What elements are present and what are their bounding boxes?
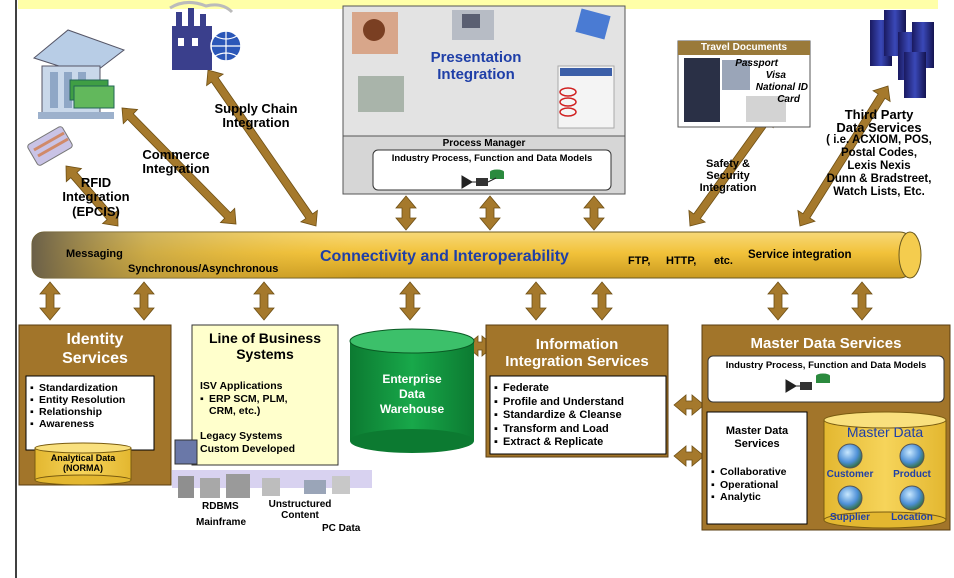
process-flow-icon bbox=[461, 169, 504, 189]
arrow-mds-a bbox=[767, 281, 789, 321]
rfid-tag-icon bbox=[27, 126, 73, 166]
bus-service-integration: Service integration bbox=[748, 249, 852, 261]
warehouse-cylinder bbox=[349, 328, 475, 453]
process-models-box bbox=[372, 149, 612, 191]
travel-photo-collage bbox=[684, 58, 786, 122]
lob-isv-list: ERP SCM, PLM, bbox=[200, 393, 288, 405]
legacy-systems-icons bbox=[172, 439, 372, 498]
domain-customer: Customer bbox=[826, 469, 874, 480]
travel-items: Passport Visa National ID Card bbox=[735, 58, 808, 105]
bus-sync: Synchronous/Asynchronous bbox=[128, 263, 279, 275]
arrow-mds-b bbox=[851, 281, 873, 321]
arrow-identity-a bbox=[39, 281, 61, 321]
mds-process-flow-icon bbox=[785, 373, 830, 393]
server-towers-icon bbox=[870, 10, 934, 98]
arrow-supply-chain bbox=[206, 69, 318, 227]
bus-ftp: FTP, bbox=[628, 255, 651, 267]
arrow-third-party bbox=[797, 85, 891, 227]
arrow-info-mds-a bbox=[673, 394, 705, 416]
top-banner bbox=[18, 0, 938, 9]
master-data-title: Master Data bbox=[846, 424, 924, 440]
bus-messaging: Messaging bbox=[66, 248, 123, 260]
connection-arrows bbox=[39, 69, 891, 467]
arrow-lob bbox=[253, 281, 275, 321]
bus-title: Connectivity and Interoperability bbox=[320, 248, 569, 265]
bus-http: HTTP, bbox=[666, 255, 697, 267]
mainframe-label: Mainframe bbox=[196, 517, 247, 528]
bus-etc: etc. bbox=[714, 255, 733, 267]
arrow-info-a bbox=[525, 281, 547, 321]
presentation-photos bbox=[352, 8, 615, 129]
domain-product: Product bbox=[893, 469, 931, 480]
arrow-process-0 bbox=[395, 195, 417, 231]
master-data-domain-icons bbox=[837, 443, 925, 511]
pc-data-label: PC Data bbox=[322, 523, 361, 534]
arrow-process-1 bbox=[479, 195, 501, 231]
arrow-info-b bbox=[591, 281, 613, 321]
mds-title: Master Data Services bbox=[750, 335, 902, 352]
connectivity-bus bbox=[31, 231, 922, 279]
arrow-info-mds-b bbox=[673, 445, 705, 467]
arrow-commerce bbox=[121, 107, 237, 225]
analytical-data-cylinder bbox=[34, 442, 132, 486]
mds-models-label: Industry Process, Function and Data Mode… bbox=[725, 360, 927, 371]
arrow-process-2 bbox=[583, 195, 605, 231]
rdbms-label: RDBMS bbox=[202, 501, 239, 512]
domain-supplier: Supplier bbox=[829, 512, 870, 523]
analytical-data-label: Analytical Data(NORMA) bbox=[50, 453, 116, 473]
arrow-warehouse bbox=[399, 281, 421, 321]
factory-globe-icon bbox=[169, 1, 242, 70]
third-party-label: Third Party Data Services ( i.e. ACXIOM,… bbox=[826, 107, 932, 198]
bank-icon bbox=[32, 29, 126, 119]
domain-location: Location bbox=[891, 512, 933, 523]
travel-documents-title: Travel Documents bbox=[700, 42, 788, 53]
arrow-identity-b bbox=[133, 281, 155, 321]
arrow-rfid bbox=[65, 165, 119, 227]
mds-sub-list: Collaborative Operational Analytic bbox=[711, 466, 787, 504]
info-list: Federate Profile and Understand Standard… bbox=[494, 382, 624, 450]
travel-header-bar bbox=[678, 41, 810, 55]
process-models-label: Industry Process, Function and Data Mode… bbox=[391, 153, 593, 164]
lob-isv: ISV Applications bbox=[200, 380, 283, 392]
process-manager-title: Process Manager bbox=[442, 138, 526, 149]
identity-list: Standardization Entity Resolution Relati… bbox=[30, 382, 125, 430]
lob-isv-line2: CRM, etc.) bbox=[209, 405, 261, 417]
